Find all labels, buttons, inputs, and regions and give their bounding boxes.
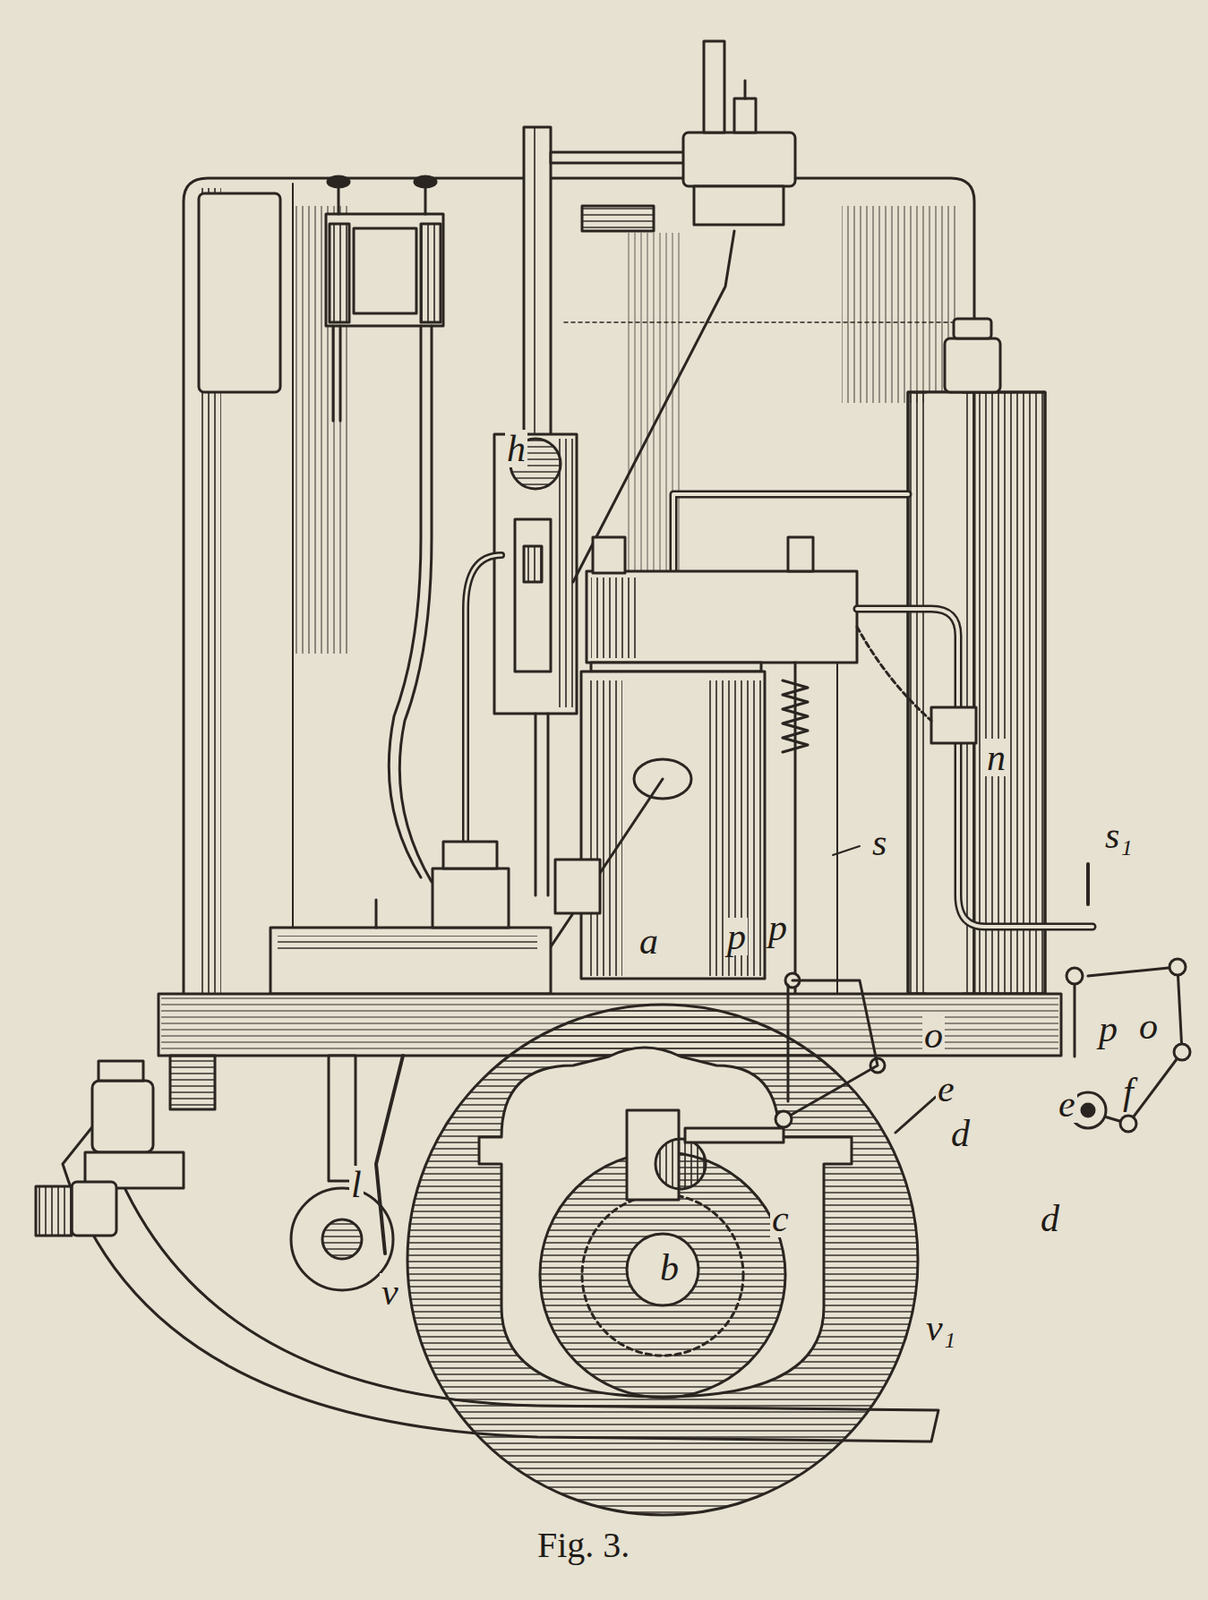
callout-letter: s xyxy=(870,823,889,862)
callout-letter: p xyxy=(766,908,789,947)
callout-letter: p xyxy=(725,917,748,956)
callout-letter: v₁ xyxy=(924,1309,958,1347)
callout-letter: h xyxy=(505,429,528,468)
callout-letter: c xyxy=(770,1199,791,1238)
callout-letter: e xyxy=(1056,1085,1078,1123)
figure-caption: Fig. 3. xyxy=(537,1527,630,1564)
callout-letter: a xyxy=(637,922,660,960)
callout-letter: f xyxy=(1121,1072,1136,1111)
callout-letter: d xyxy=(949,1114,972,1153)
callout-letter: b xyxy=(658,1249,681,1287)
callout-letter: n xyxy=(985,738,1008,777)
callout-letter: v xyxy=(379,1273,401,1311)
callout-letter: p xyxy=(1096,1010,1120,1048)
callout-letter: l xyxy=(349,1165,364,1204)
callout-letter: d xyxy=(1038,1199,1062,1238)
callout-letter: s₁ xyxy=(1103,816,1135,855)
callout-letter: o xyxy=(1137,1007,1160,1046)
callout-letter: e xyxy=(935,1070,957,1108)
callout-letter: o xyxy=(922,1016,945,1054)
